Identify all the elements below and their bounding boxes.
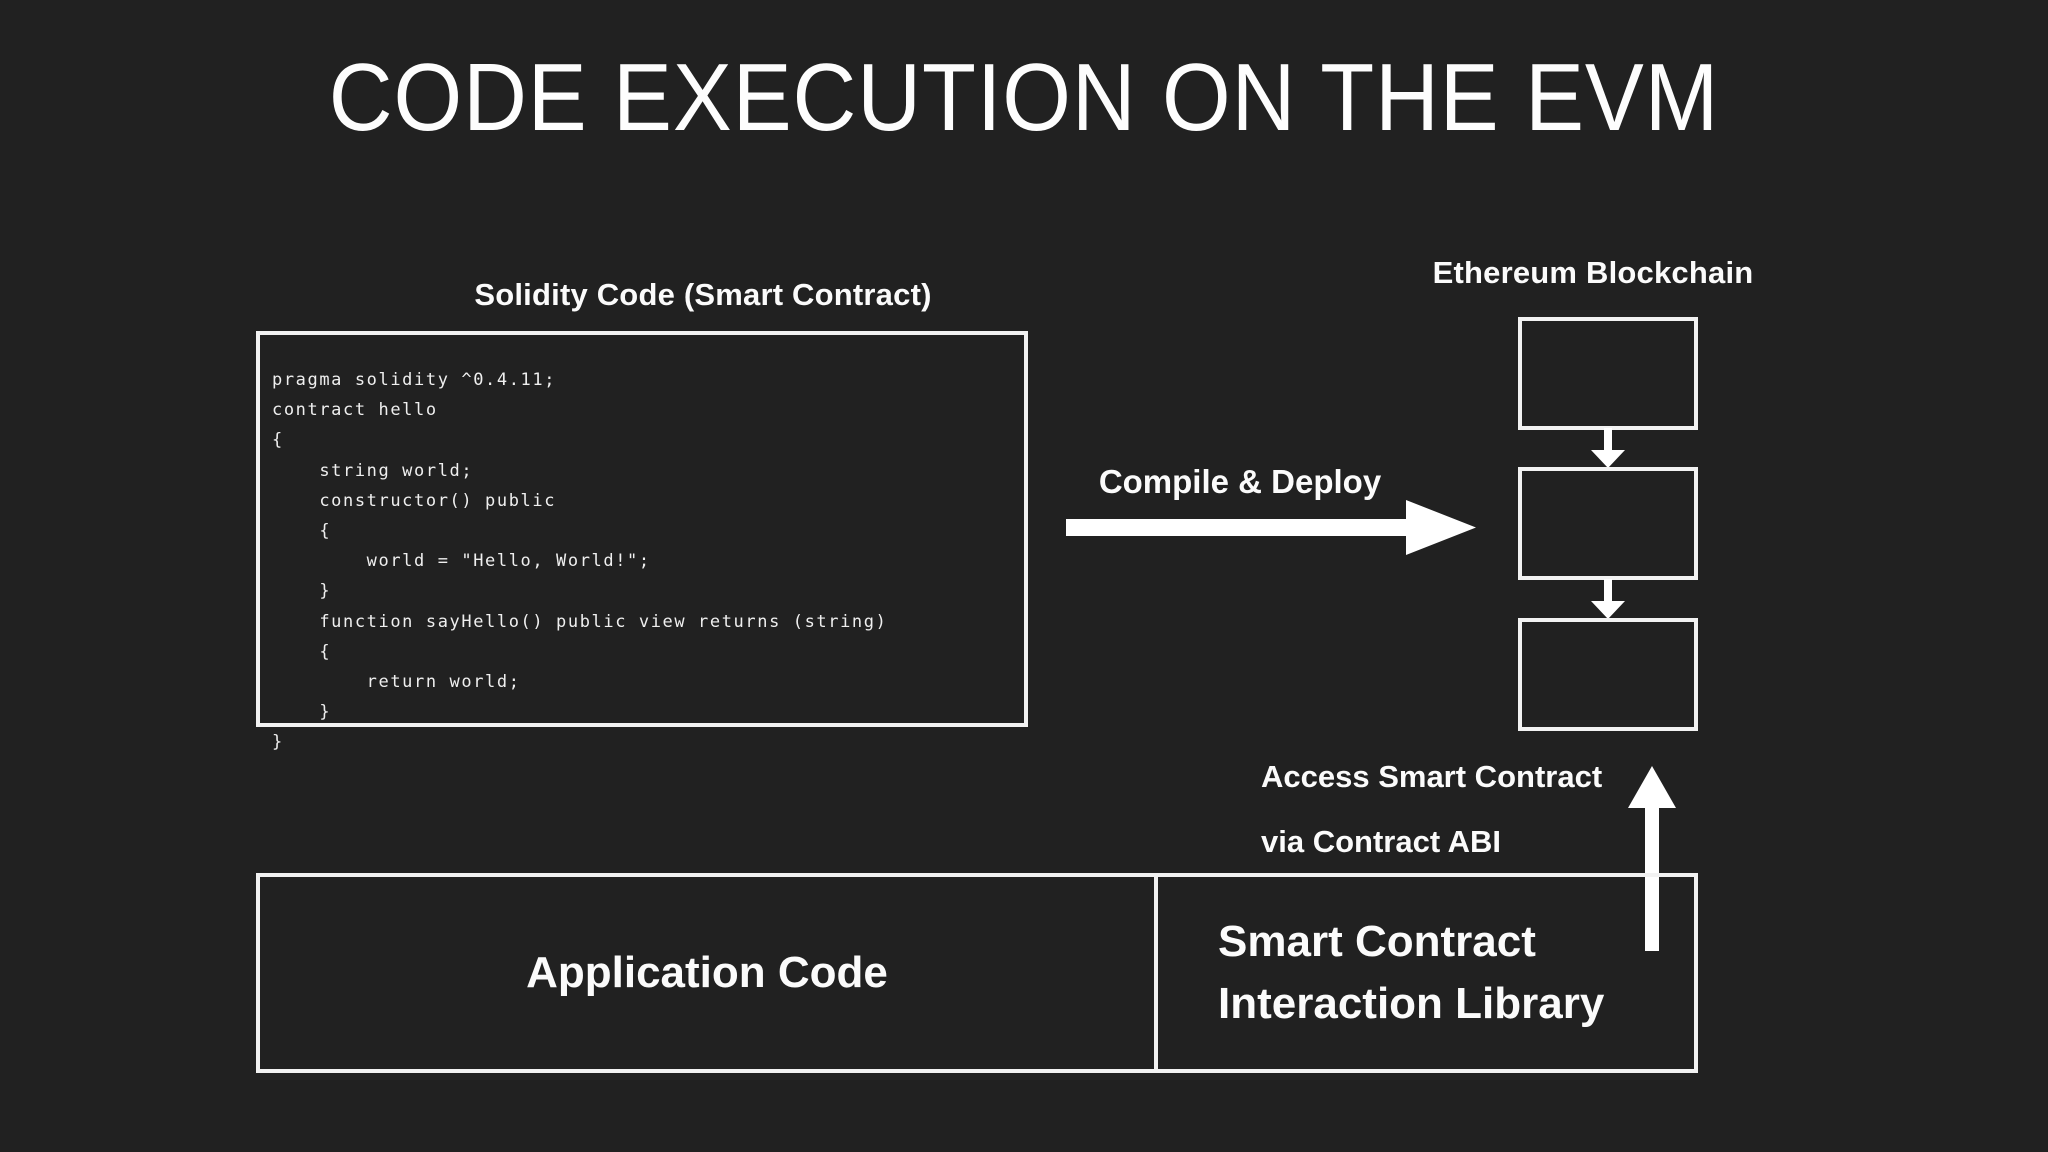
blockchain-block	[1518, 618, 1698, 731]
access-contract-label-line2: via Contract ABI	[1261, 824, 1502, 859]
library-label-line1: Smart Contract	[1218, 916, 1536, 966]
application-code-label: Application Code	[526, 948, 888, 997]
application-code-cell: Application Code	[260, 877, 1158, 1069]
arrow-down-icon	[1591, 579, 1625, 619]
access-contract-label-line1: Access Smart Contract	[1261, 759, 1603, 794]
arrow-up-icon	[1628, 766, 1676, 951]
library-label-line2: Interaction Library	[1218, 979, 1605, 1028]
arrow-right-icon	[1066, 500, 1476, 555]
compile-deploy-label: Compile & Deploy	[1098, 463, 1382, 500]
blockchain-block	[1518, 467, 1698, 580]
page-title: CODE EXECUTION ON THE EVM	[328, 44, 1720, 151]
blockchain-block	[1518, 317, 1698, 430]
bottom-bar: Application Code Smart Contract Interact…	[256, 873, 1698, 1073]
solidity-code-panel: pragma solidity ^0.4.11; contract hello …	[256, 331, 1028, 752]
arrow-down-icon	[1591, 428, 1625, 468]
smart-contract-library-cell: Smart Contract Interaction Library	[1158, 877, 1694, 1069]
ethereum-blockchain-heading: Ethereum Blockchain	[1432, 255, 1754, 290]
solidity-code-heading: Solidity Code (Smart Contract)	[474, 277, 932, 312]
solidity-code-listing: pragma solidity ^0.4.11; contract hello …	[272, 370, 888, 753]
